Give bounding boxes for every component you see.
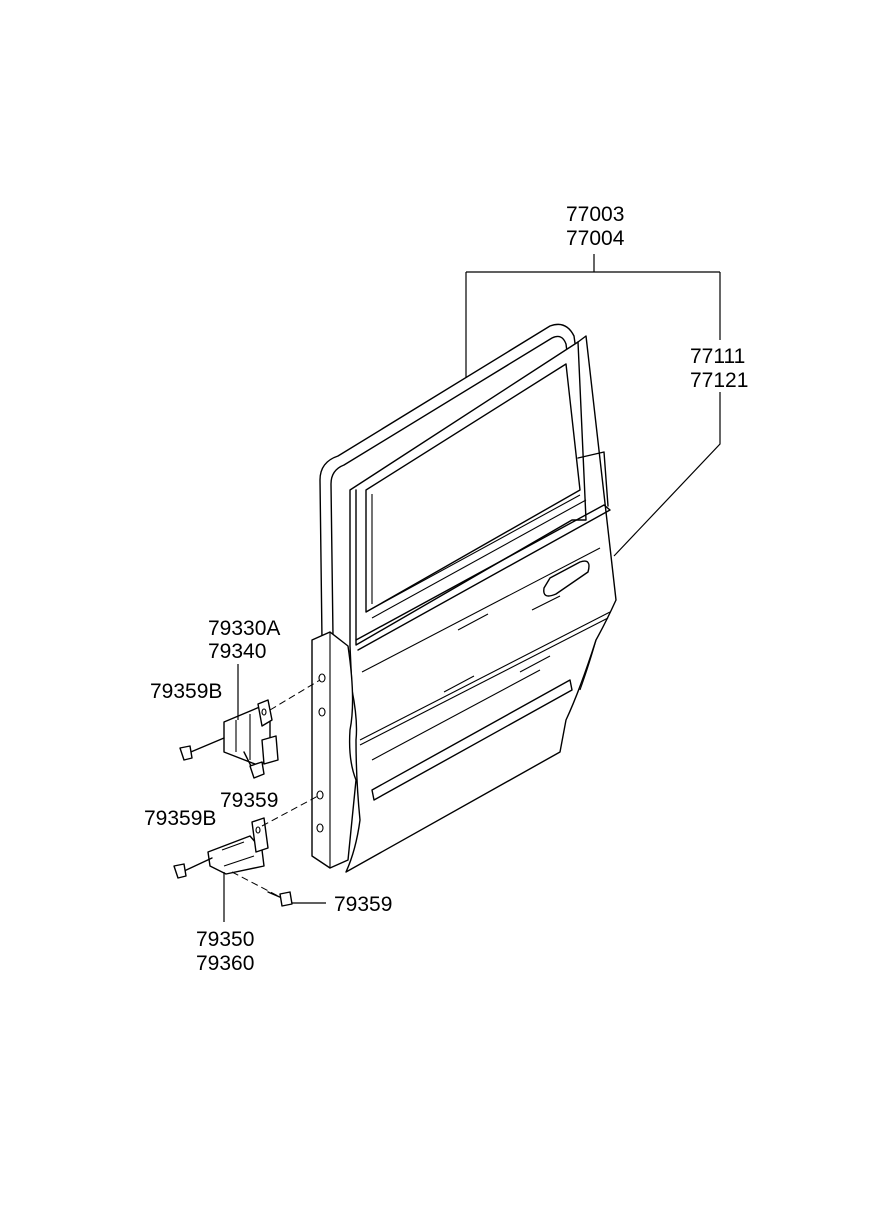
label-79350: 79350 bbox=[196, 928, 254, 951]
label-77111: 77111 bbox=[690, 345, 745, 368]
label-79359-upper: 79359 bbox=[220, 789, 278, 812]
part-labels: 77003 77004 77111 77121 79330A 79340 793… bbox=[144, 203, 748, 975]
lower-hinge-bolt-right bbox=[267, 891, 293, 907]
door-weatherstrip bbox=[319, 323, 593, 641]
window-opening bbox=[365, 363, 581, 613]
upper-hinge-bolt-lower bbox=[243, 751, 265, 779]
door-outer-panel bbox=[345, 335, 617, 873]
label-79360: 79360 bbox=[196, 952, 254, 975]
label-77004: 77004 bbox=[566, 227, 625, 250]
label-77121: 77121 bbox=[690, 369, 748, 392]
side-moulding bbox=[371, 679, 573, 801]
label-79359-lower: 79359 bbox=[334, 893, 392, 916]
label-79359b-upper: 79359B bbox=[150, 680, 222, 703]
label-79330a: 79330A bbox=[208, 617, 280, 640]
upper-hinge-bolt-left bbox=[179, 737, 225, 761]
window-frame bbox=[355, 341, 587, 646]
lower-hinge-bolt-left bbox=[173, 857, 213, 879]
leader-lines bbox=[223, 254, 721, 922]
label-77003: 77003 bbox=[566, 203, 624, 226]
door-handle-recess bbox=[543, 560, 590, 597]
label-79340: 79340 bbox=[208, 640, 266, 663]
upper-hinge bbox=[223, 679, 321, 767]
rear-door-drawing bbox=[311, 323, 617, 873]
label-79359b-lower: 79359B bbox=[144, 807, 216, 830]
hinge-flange bbox=[311, 631, 357, 869]
lower-hinge bbox=[207, 795, 319, 899]
